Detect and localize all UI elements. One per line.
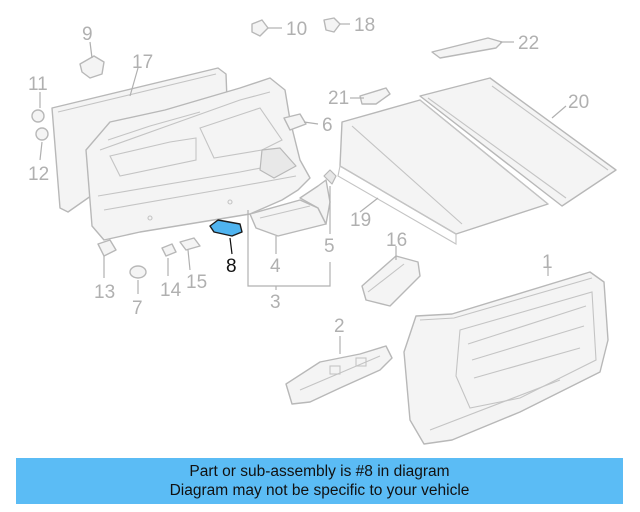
part-7-cap bbox=[129, 265, 147, 279]
banner-line-1: Part or sub-assembly is #8 in diagram bbox=[189, 463, 450, 480]
callout-8: 8 bbox=[226, 256, 237, 277]
part-20-cover bbox=[419, 77, 617, 207]
callout-labels: 9 10 18 22 11 17 21 20 6 12 19 16 1 8 4 … bbox=[28, 15, 589, 337]
callout-15: 15 bbox=[186, 272, 207, 293]
part-11-clip bbox=[31, 109, 45, 123]
callout-21: 21 bbox=[328, 88, 349, 109]
part-2-bracket bbox=[285, 345, 393, 405]
callout-12: 12 bbox=[28, 164, 49, 185]
quarter-trim-panel bbox=[85, 77, 311, 241]
callout-2: 2 bbox=[334, 316, 345, 337]
callout-5: 5 bbox=[324, 236, 335, 257]
part-14-clip bbox=[161, 243, 177, 257]
part-15-clip bbox=[179, 237, 201, 251]
callout-1: 1 bbox=[542, 252, 553, 273]
part-1-side-trim bbox=[403, 271, 609, 445]
callout-4: 4 bbox=[270, 256, 281, 277]
part-13-clip bbox=[97, 239, 117, 257]
part-4-sill bbox=[249, 199, 327, 237]
info-banner: Part or sub-assembly is #8 in diagram Di… bbox=[16, 458, 623, 504]
callout-10: 10 bbox=[286, 19, 307, 40]
callout-16: 16 bbox=[386, 230, 407, 251]
callout-17: 17 bbox=[132, 52, 153, 73]
callout-6: 6 bbox=[322, 115, 333, 136]
callout-20: 20 bbox=[568, 92, 589, 113]
callout-14: 14 bbox=[160, 280, 182, 301]
part-8-highlighted bbox=[209, 219, 243, 237]
part-12-clip bbox=[35, 127, 49, 141]
callout-11: 11 bbox=[28, 74, 48, 95]
callout-22: 22 bbox=[518, 33, 539, 54]
part-10-clip bbox=[251, 19, 269, 37]
callout-3: 3 bbox=[270, 292, 281, 313]
part-21-handle bbox=[359, 87, 391, 105]
banner-line-2: Diagram may not be specific to your vehi… bbox=[169, 482, 470, 499]
part-9-clip bbox=[79, 55, 105, 79]
part-22-bracket bbox=[431, 37, 503, 59]
callout-19: 19 bbox=[350, 210, 371, 231]
callout-18: 18 bbox=[354, 15, 375, 36]
part-5-pillar bbox=[299, 169, 337, 225]
leader-lines bbox=[39, 23, 567, 354]
callout-7: 7 bbox=[132, 298, 143, 319]
part-18-clip bbox=[323, 17, 341, 33]
callout-13: 13 bbox=[94, 282, 115, 303]
part-6-vent bbox=[283, 113, 307, 131]
callout-9: 9 bbox=[82, 24, 93, 45]
part-16-cover bbox=[361, 255, 421, 307]
part-19-floor-board bbox=[337, 99, 549, 245]
